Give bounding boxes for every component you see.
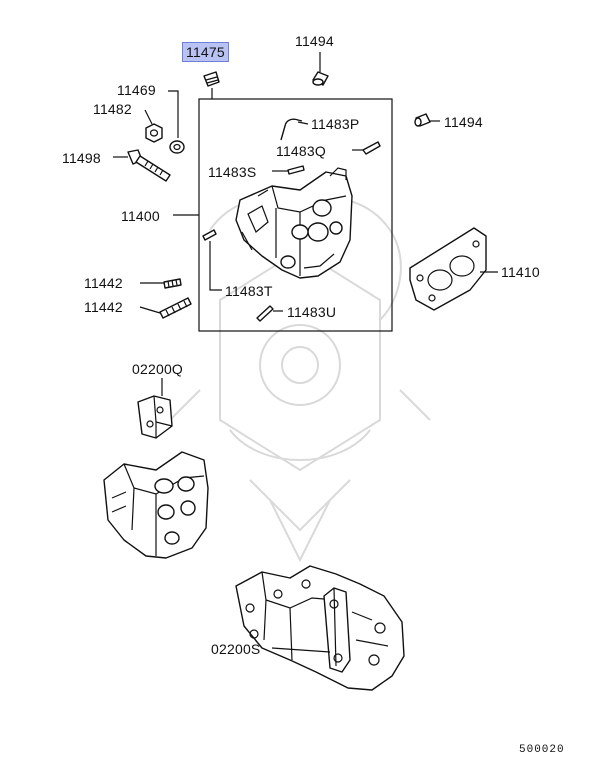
part-11483P [280, 118, 303, 141]
carburetor-assembly-lower [103, 451, 209, 559]
part-label-02200Q[interactable]: 02200Q [132, 361, 184, 377]
part-02200S-bracket [323, 587, 351, 673]
part-11442-stud-b [159, 297, 192, 319]
part-11410-gasket [409, 227, 487, 311]
part-label-11483T[interactable]: 11483T [225, 283, 273, 299]
part-label-11482[interactable]: 11482 [93, 101, 132, 117]
part-label-11494-right[interactable]: 11494 [444, 114, 483, 130]
part-label-11494-top[interactable]: 11494 [295, 33, 334, 49]
part-11400-carburetor [235, 167, 353, 279]
part-label-11400[interactable]: 11400 [121, 208, 160, 224]
part-11483Q [362, 141, 381, 155]
part-11442-stud-a [163, 278, 182, 289]
part-label-11483P[interactable]: 11483P [311, 116, 360, 132]
part-02200Q-bracket [137, 395, 173, 439]
part-label-11483S[interactable]: 11483S [208, 164, 257, 180]
part-label-11410[interactable]: 11410 [501, 264, 540, 280]
part-label-11475[interactable]: 11475 [182, 42, 229, 62]
part-11498-bolt [127, 149, 171, 182]
diagram-code: 500020 [519, 744, 565, 756]
engine-head [235, 565, 405, 691]
part-11494-top [312, 71, 329, 86]
part-label-11483U[interactable]: 11483U [287, 304, 337, 320]
part-label-11483Q[interactable]: 11483Q [276, 143, 326, 159]
part-11483T [202, 229, 217, 241]
part-label-02200S[interactable]: 02200S [211, 641, 261, 657]
part-11494-right [414, 113, 431, 127]
part-label-11469[interactable]: 11469 [117, 82, 156, 98]
part-11483U [256, 305, 274, 322]
part-label-11498[interactable]: 11498 [62, 150, 101, 166]
part-11482-nut [145, 123, 163, 143]
part-label-11442-b[interactable]: 11442 [84, 299, 123, 315]
part-11483S [287, 165, 305, 175]
part-11475 [203, 71, 220, 87]
part-11469-washer [169, 140, 185, 154]
part-label-11442-a[interactable]: 11442 [84, 275, 123, 291]
